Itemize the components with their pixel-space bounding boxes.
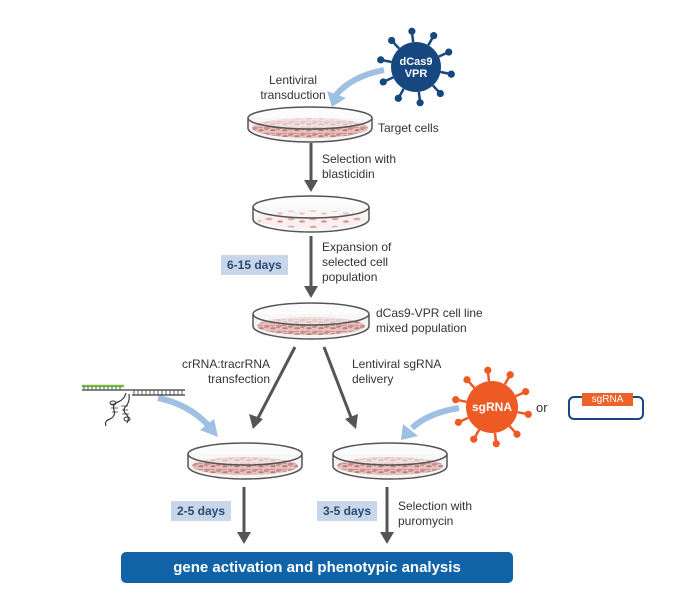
label-expansion: Expansion of selected cell population	[322, 240, 392, 284]
sgrna-virus-icon: sgRNA	[452, 366, 532, 448]
label-selection-blasticidin: Selection with blasticidin	[322, 152, 397, 181]
label-lentiviral-transduction: Lentiviral transduction	[260, 73, 326, 102]
virus-spike-tip	[522, 388, 530, 396]
virus-spike-tip	[506, 371, 514, 379]
virus-spike-tip	[492, 440, 500, 448]
label-or: or	[536, 400, 548, 415]
virus-spike-tip	[436, 89, 444, 98]
dish-cell-line	[252, 302, 370, 340]
virus-spike-tip	[454, 418, 462, 426]
virus-body	[391, 42, 441, 92]
plasmid-sgrna-tag: sgRNA	[582, 393, 633, 406]
flow-arrow-right-result	[380, 487, 394, 544]
flow-arrow-right-branch	[322, 346, 358, 429]
virus-body	[466, 381, 518, 433]
virus-spike-tip	[447, 70, 455, 78]
result-banner: gene activation and phenotypic analysis	[121, 552, 513, 583]
dish-transfection	[187, 442, 303, 480]
virus-spike-tip	[430, 32, 438, 40]
virus-spike-tip	[484, 366, 492, 374]
flow-arrow-2	[304, 236, 318, 298]
virus-label: VPR	[405, 68, 428, 80]
duration-badge-transfection: 2-5 days	[171, 501, 232, 521]
virus-spike-tip	[394, 94, 402, 102]
dish-selected-cells	[252, 195, 370, 233]
crrna-tracrrna-duplex-icon	[82, 384, 185, 427]
dish-sgrna-delivery	[332, 442, 448, 480]
delivery-arrow-lentiviral	[327, 67, 385, 107]
virus-spike-tip	[377, 56, 385, 64]
dish-target-cells	[247, 106, 373, 143]
label-crrna-transfection: crRNA:tracrRNA transfection	[181, 357, 270, 386]
virus-spike-tip	[463, 376, 471, 384]
flow-arrow-left-branch	[249, 346, 297, 429]
virus-spike-tip	[408, 27, 416, 35]
virus-spike-tip	[379, 78, 387, 86]
flow-arrow-left-result	[237, 487, 251, 544]
virus-spike-tip	[388, 36, 396, 45]
delivery-arrow-sgrna	[401, 405, 460, 440]
label-selection-puromycin: Selection with puromycin	[398, 499, 473, 528]
virus-label: sgRNA	[472, 400, 512, 414]
virus-spike-tip	[452, 396, 460, 404]
virus-spike-tip	[470, 435, 478, 443]
virus-spike-tip	[445, 48, 453, 56]
label-cell-line: dCas9-VPR cell line mixed population	[376, 306, 483, 335]
label-target-cells: Target cells	[378, 121, 439, 135]
virus-label: dCas9	[399, 56, 432, 68]
delivery-arrow-transfection	[157, 395, 218, 437]
virus-spike-tip	[513, 430, 521, 438]
duration-badge-puromycin: 3-5 days	[317, 501, 378, 521]
flow-arrow-1	[304, 143, 318, 192]
virus-spike-tip	[524, 410, 532, 418]
label-lentiviral-sgrna: Lentiviral sgRNA delivery	[352, 357, 442, 386]
virus-spike-tip	[416, 99, 424, 107]
duration-badge-expansion: 6-15 days	[221, 255, 288, 275]
